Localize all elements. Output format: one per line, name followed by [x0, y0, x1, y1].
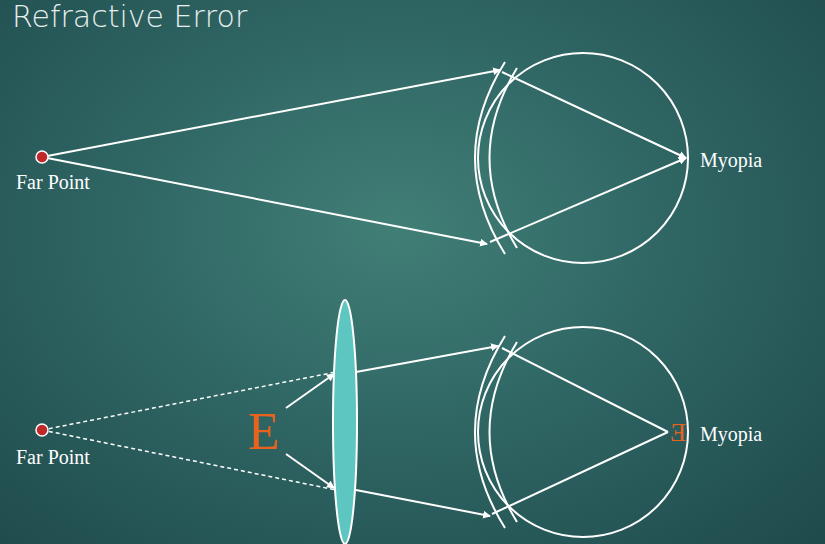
concave-lens [333, 300, 357, 544]
far-point-dot [36, 151, 48, 163]
light-ray [492, 432, 668, 514]
light-ray [502, 348, 668, 432]
light-ray [490, 158, 686, 242]
cornea [490, 68, 518, 248]
light-ray [286, 374, 334, 408]
far-point-label: Far Point [16, 172, 90, 192]
eyeball [478, 327, 688, 537]
light-ray [42, 70, 500, 157]
light-ray [356, 346, 498, 372]
far-point-label: Far Point [16, 447, 90, 467]
condition-label: Myopia [700, 424, 762, 444]
eyeball [478, 53, 688, 263]
cornea [490, 342, 518, 522]
slide-title: Refractive Error [12, 2, 247, 32]
light-ray [502, 72, 686, 158]
light-ray [286, 454, 334, 488]
far-point-dot [36, 424, 48, 436]
light-ray [356, 490, 490, 516]
virtual-ray [42, 372, 336, 430]
image-letter: E [670, 420, 686, 446]
condition-label: Myopia [700, 150, 762, 170]
object-letter: E [248, 406, 280, 458]
light-ray [42, 157, 487, 244]
